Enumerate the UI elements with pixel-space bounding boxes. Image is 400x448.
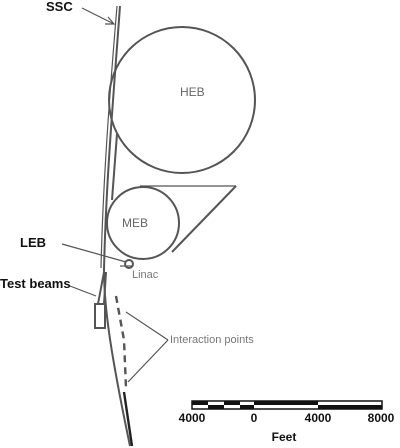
- leb-ring: [124, 259, 134, 269]
- ssc-label: SSC: [46, 0, 73, 14]
- scale-segment-4: [240, 405, 254, 409]
- scale-segment-6: [318, 405, 382, 409]
- scale-segment-1: [192, 401, 208, 405]
- interaction-points-label: Interaction points: [170, 334, 254, 346]
- scale-segment-5: [254, 401, 318, 405]
- interaction-region-dashed: [114, 295, 128, 389]
- interaction-pointer-2: [127, 339, 169, 383]
- interaction-pointer-1: [125, 311, 169, 341]
- test-beam-line-2: [103, 271, 107, 305]
- test-beam-area: [94, 303, 106, 329]
- meb-ring: [106, 186, 180, 260]
- test-beams-label: Test beams: [0, 276, 71, 291]
- test-beam-arrow: [69, 285, 97, 297]
- ssc-bottom-dark: [122, 391, 134, 447]
- linac-label: Linac: [132, 269, 159, 281]
- ssc-line: [102, 5, 131, 447]
- scale-tick-label-1: 4000: [179, 411, 206, 425]
- heb-meb-connector-right: [171, 185, 237, 253]
- ssc-pointer-head: [105, 16, 116, 25]
- ssc-line-parallel: [100, 5, 118, 269]
- scale-segment-3: [224, 401, 240, 405]
- ssc-pointer: [81, 7, 115, 25]
- scale-tick-label-3: 4000: [305, 411, 332, 425]
- heb-label: HEB: [180, 85, 205, 99]
- scale-tick-label-2: 0: [251, 411, 258, 425]
- heb-ring: [108, 26, 256, 174]
- scale-unit-label: Feet: [272, 430, 297, 444]
- meb-label: MEB: [122, 216, 148, 230]
- test-beam-line: [97, 271, 105, 305]
- leb-pointer: [61, 243, 127, 263]
- leb-label: LEB: [20, 235, 46, 250]
- heb-meb-connector-left: [111, 133, 118, 201]
- scale-segment-2: [208, 405, 224, 409]
- scale-tick-label-4: 8000: [368, 411, 395, 425]
- scale-bar: 4000 0 4000 8000 Feet: [179, 400, 395, 444]
